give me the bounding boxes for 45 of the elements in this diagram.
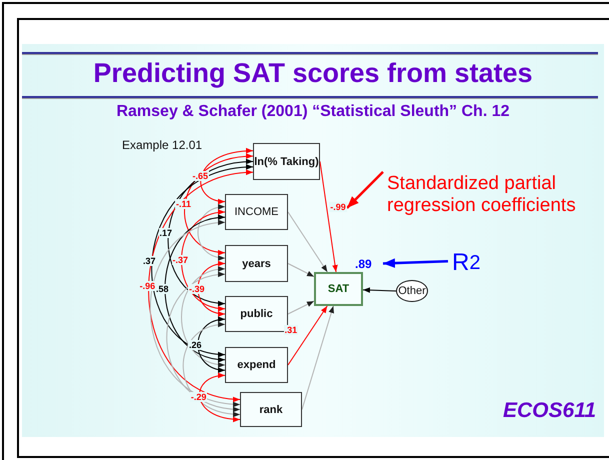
variable-box: rank	[240, 392, 302, 427]
example-label: Example 12.01	[122, 138, 204, 152]
outcome-box: SAT	[314, 272, 363, 306]
correlation-label: -.39	[188, 284, 206, 294]
correlation-arc	[181, 267, 226, 367]
correlation-arc	[184, 154, 254, 254]
variable-box: public	[225, 296, 288, 332]
correlation-arc	[168, 160, 254, 306]
correlation-arc	[164, 216, 226, 362]
correlation-label: -.29	[190, 392, 208, 402]
variable-box: ln(% Taking)	[253, 143, 320, 180]
variable-box: INCOME	[225, 194, 288, 230]
correlation-arc	[166, 272, 240, 412]
course-code: ECOS611	[502, 399, 596, 423]
correlation-arc	[150, 220, 240, 406]
pointer-arrow	[382, 258, 448, 268]
path-arrow	[302, 306, 334, 410]
correlation-arc	[200, 148, 254, 204]
correlation-arc	[198, 262, 226, 316]
correlation-label: -.11	[175, 199, 192, 210]
correlation-label: .58	[155, 284, 170, 294]
variable-box: expend	[225, 347, 288, 383]
correlation-label: .26	[188, 340, 203, 350]
path-arrow	[288, 306, 328, 366]
path-arrow	[362, 287, 396, 293]
correlation-arc	[199, 373, 240, 422]
correlation-arc	[198, 204, 226, 260]
annotation-text: Standardized partial regression coefficients	[387, 160, 592, 230]
correlation-arc	[182, 322, 240, 417]
correlation-arc	[148, 170, 254, 402]
correlation-arc	[152, 164, 254, 356]
pointer-arrow	[346, 171, 384, 209]
slide-title: Predicting SAT scores from states	[92, 58, 534, 89]
r-squared-value: .89	[355, 257, 372, 271]
path-arrow	[288, 212, 328, 272]
correlation-arc	[198, 317, 226, 372]
path-arrow	[288, 300, 314, 314]
path-arrow	[288, 263, 314, 278]
correlation-arc	[181, 210, 226, 311]
correlation-label: -.37	[172, 255, 190, 266]
coefficient-label: -.99	[329, 202, 347, 212]
correlation-label: -.65	[192, 171, 210, 182]
subtitle: Ramsey & Schafer (2001) “Statistical Sleuth” Ch. 12	[115, 103, 511, 121]
correlation-label: .37	[142, 256, 157, 266]
variable-box: years	[225, 245, 288, 282]
